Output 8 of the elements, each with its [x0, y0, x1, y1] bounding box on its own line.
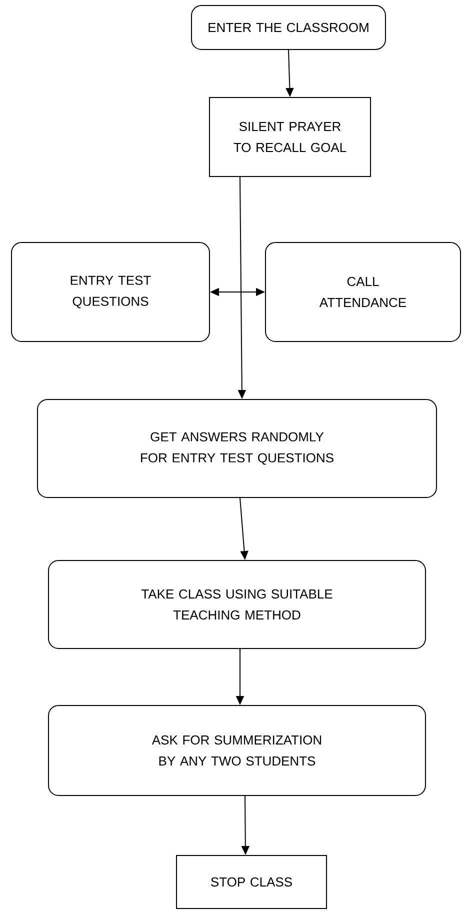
process-box: TAKE CLASS USING SUITABLE TEACHING METHOD [48, 560, 426, 649]
process-box: ENTER THE CLASSROOM [191, 5, 386, 50]
process-box: CALL ATTENDANCE [265, 242, 461, 342]
process-box: STOP CLASS [176, 854, 327, 909]
process-box: SILENT PRAYER TO RECALL GOAL [209, 97, 371, 177]
process-box: ASK FOR SUMMERIZATION BY ANY TWO STUDENTS [48, 705, 426, 796]
process-box: GET ANSWERS RANDOMLY FOR ENTRY TEST QUESTIONS [37, 399, 437, 498]
process-box: ENTRY TEST QUESTIONS [11, 242, 210, 342]
